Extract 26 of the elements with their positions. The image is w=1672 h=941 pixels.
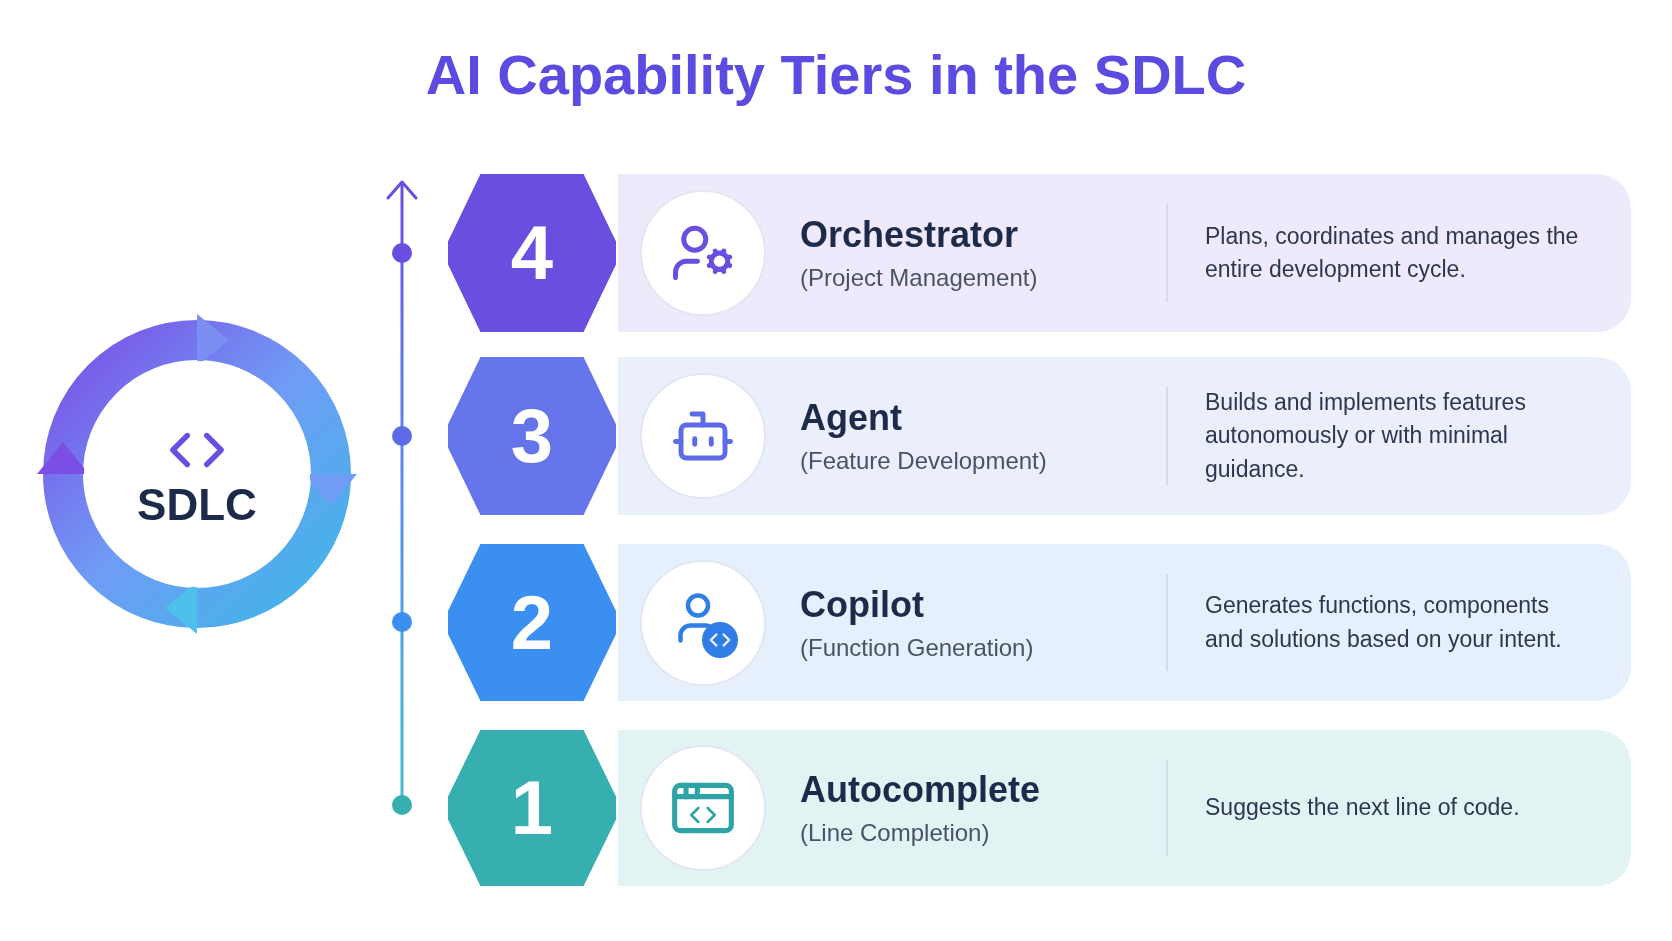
- tier-subtitle: (Project Management): [800, 263, 1039, 293]
- tier-name: Orchestrator: [800, 213, 1020, 257]
- tier-subtitle: (Function Generation): [800, 632, 1035, 663]
- tier-description: Builds and implements features autonomously or with minimal guidance.: [1205, 388, 1527, 484]
- tier-description: Plans, coordinates and manages the entire development cycle.: [1205, 221, 1580, 284]
- tier-name: Autocomplete: [800, 768, 1041, 812]
- tier-band: [618, 174, 1631, 332]
- tier-subtitle: (Line Completion): [800, 818, 991, 848]
- tier-name: Agent: [800, 396, 903, 440]
- tier-number: 1: [510, 770, 554, 846]
- tier-subtitle: (Feature Development): [800, 446, 1048, 476]
- node-label: SDLC: [137, 483, 257, 527]
- tier-band: [618, 544, 1631, 701]
- tier-band: [618, 730, 1631, 886]
- number-hexagon: [448, 730, 616, 886]
- tier-description: Suggests the next line of code.: [1205, 793, 1520, 823]
- tier-band: [618, 357, 1631, 515]
- tier-number: 4: [510, 215, 554, 291]
- tier-description: Generates functions, components and solutions based on your intent.: [1205, 591, 1563, 654]
- number-hexagon: [448, 174, 616, 332]
- tier-name: Copilot: [800, 582, 925, 627]
- tier-number: 2: [510, 584, 554, 661]
- tier-number: 3: [510, 398, 554, 474]
- number-hexagon: [448, 544, 616, 701]
- number-hexagon: [448, 357, 616, 515]
- title: AI Capability Tiers in the SDLC: [424, 42, 1248, 108]
